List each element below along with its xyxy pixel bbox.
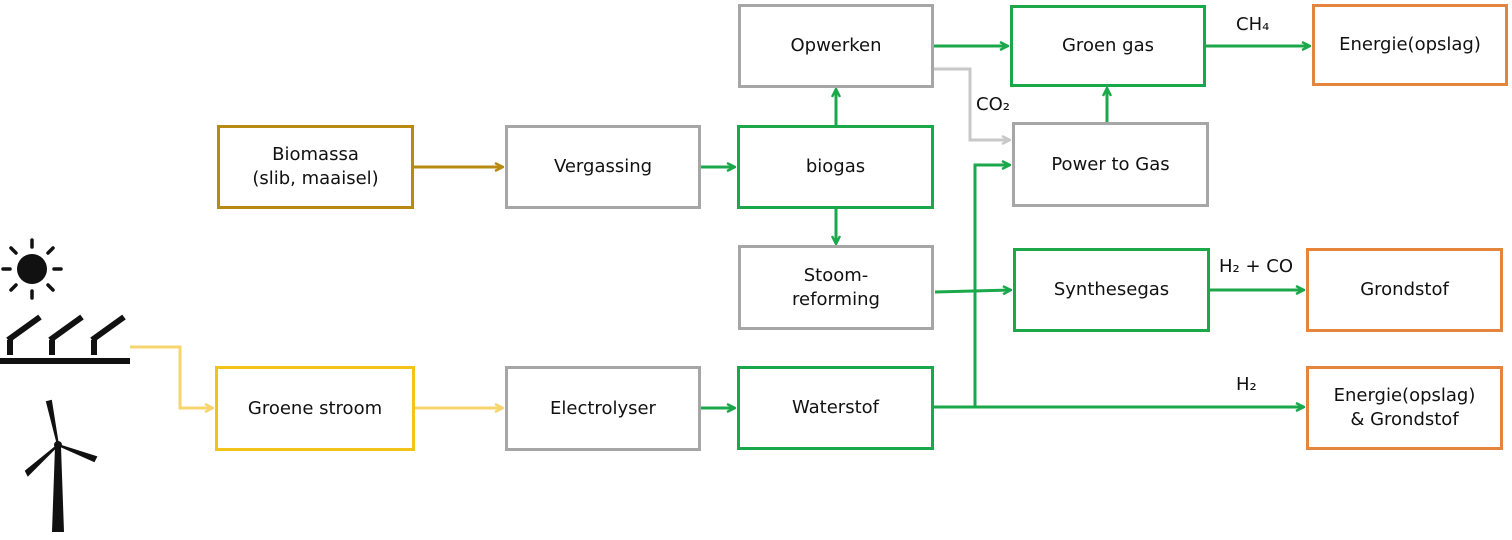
node-vergassing-label: Vergassing bbox=[553, 156, 653, 177]
edge-waterstof-powertogas bbox=[973, 165, 1010, 407]
node-synthesegas-label: Synthesegas bbox=[1053, 279, 1170, 300]
node-biomassa-label-2: (slib, maaisel) bbox=[252, 168, 379, 189]
node-waterstof: Waterstof bbox=[737, 366, 934, 450]
node-stoomreforming-label-1: Stoom- bbox=[803, 264, 869, 286]
label-ch4: CH₄ bbox=[1236, 14, 1270, 35]
edge-opwerken-co2 bbox=[934, 67, 1010, 140]
label-h2-co: H₂ + CO bbox=[1219, 256, 1294, 277]
node-grondstof-label: Grondstof bbox=[1360, 279, 1449, 300]
node-groene-stroom-label: Groene stroom bbox=[247, 397, 383, 419]
node-biomassa: Biomassa (slib, maaisel) bbox=[217, 125, 414, 209]
solar-panel-icon bbox=[0, 314, 130, 364]
edge-stoomreforming-synthesegas bbox=[934, 290, 1011, 292]
node-power-to-gas-label: Power to Gas bbox=[1051, 153, 1170, 175]
node-energie-grondstof-label-1: Energie(opslag) bbox=[1333, 385, 1476, 406]
node-biogas-label: biogas bbox=[805, 156, 866, 177]
node-energie-opslag: Energie(opslag) bbox=[1312, 4, 1508, 86]
node-vergassing: Vergassing bbox=[505, 125, 701, 209]
node-energie-opslag-label: Energie(opslag) bbox=[1339, 34, 1481, 55]
node-groene-stroom: Groene stroom bbox=[215, 366, 415, 451]
label-co2: CO₂ bbox=[976, 94, 1010, 115]
node-synthesegas: Synthesegas bbox=[1013, 248, 1210, 332]
edges bbox=[130, 46, 1310, 408]
node-opwerken: Opwerken bbox=[738, 4, 934, 88]
node-biomassa-label-1: Biomassa bbox=[272, 144, 359, 165]
node-stoomreforming-label-2: reforming bbox=[792, 288, 880, 310]
wind-turbine-icon bbox=[24, 399, 98, 532]
node-opwerken-label: Opwerken bbox=[790, 35, 882, 56]
node-groen-gas-label: Groen gas bbox=[1061, 35, 1154, 56]
node-energie-grondstof-label-2: & Grondstof bbox=[1350, 409, 1459, 430]
sun-icon bbox=[1, 238, 63, 300]
node-electrolyser-label: Electrolyser bbox=[550, 397, 656, 419]
node-grondstof: Grondstof bbox=[1306, 248, 1503, 332]
edge-solar-groenestroom bbox=[130, 345, 213, 408]
node-energie-grondstof: Energie(opslag) & Grondstof bbox=[1306, 366, 1503, 450]
node-stoomreforming: Stoom- reforming bbox=[738, 245, 934, 330]
node-electrolyser: Electrolyser bbox=[505, 366, 701, 451]
label-h2: H₂ bbox=[1236, 374, 1257, 395]
node-power-to-gas: Power to Gas bbox=[1012, 122, 1209, 207]
node-waterstof-label: Waterstof bbox=[792, 397, 879, 418]
node-biogas: biogas bbox=[737, 125, 934, 209]
node-groen-gas: Groen gas bbox=[1010, 5, 1206, 87]
